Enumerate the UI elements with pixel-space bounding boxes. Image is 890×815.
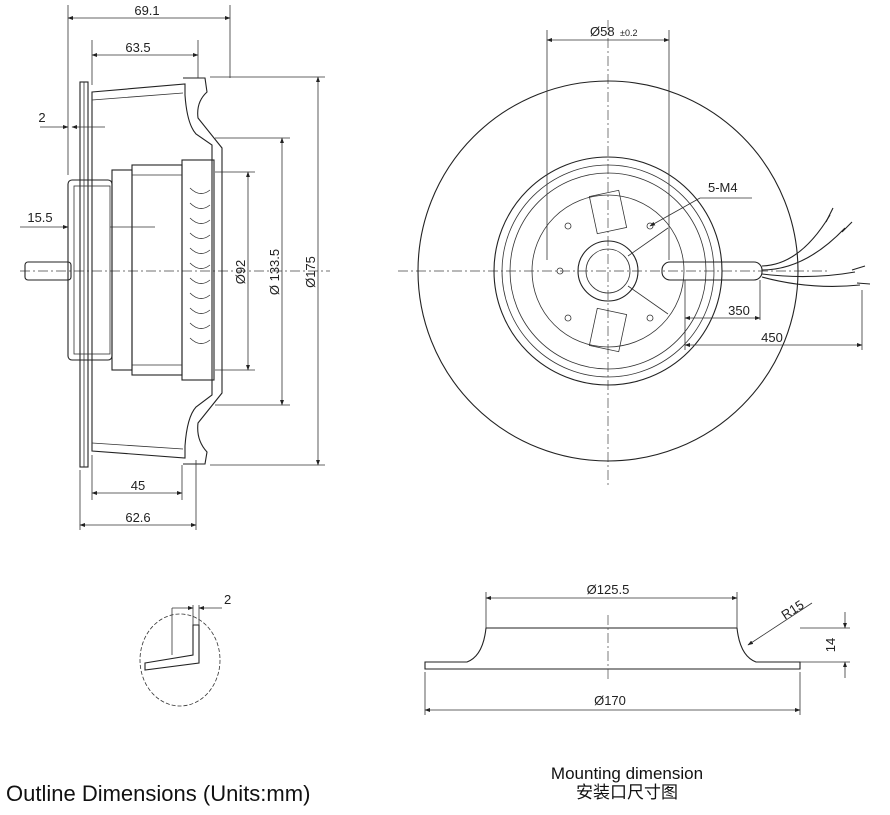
front-spokes	[588, 189, 669, 353]
side-impeller-shroud	[91, 83, 213, 459]
front-hub	[577, 240, 639, 302]
side-blades	[189, 187, 211, 344]
svg-text:Ø58: Ø58	[590, 24, 615, 39]
outline-caption: Outline Dimensions (Units:mm)	[6, 781, 311, 806]
front-inlet-ring	[493, 156, 723, 386]
detail-view: 2	[139, 592, 231, 707]
dim-350: 350	[728, 303, 750, 318]
dim-d125-5: Ø125.5	[587, 582, 630, 597]
dim-d92: Ø92	[233, 260, 248, 285]
side-motor-housing	[67, 159, 215, 381]
dim-overall-width: 69.1	[134, 3, 159, 18]
front-outer-plate	[417, 80, 799, 462]
dim-62-6: 62.6	[125, 510, 150, 525]
dim-d133-5: Ø 133.5	[267, 249, 282, 295]
dim-45: 45	[131, 478, 145, 493]
dim-d170: Ø170	[594, 693, 626, 708]
dim-shaft: 15.5	[27, 210, 52, 225]
svg-text:±0.2: ±0.2	[620, 28, 637, 38]
front-view: Ø58 ±0.2 5-M4 350 450	[398, 20, 871, 488]
dim-r15: R15	[778, 597, 806, 623]
side-shaft	[24, 261, 72, 281]
dim-inlet-width: 63.5	[125, 40, 150, 55]
front-motor-plate	[531, 194, 685, 348]
side-flange-ring	[183, 77, 223, 465]
mounting-ring-profile	[424, 627, 801, 670]
mounting-caption: Mounting dimension 安装口尺寸图	[490, 764, 764, 802]
side-front-plate	[79, 81, 89, 468]
front-cable	[661, 207, 871, 287]
front-screw-holes	[556, 222, 654, 322]
mounting-ring-view: Ø125.5 R15 14 Ø170	[424, 582, 850, 715]
dim-height-14: 14	[823, 638, 838, 652]
dim-450: 450	[761, 330, 783, 345]
side-view: 69.1 63.5 2 15.5 45 62.6 Ø92 Ø 133.5 Ø17…	[20, 3, 330, 530]
dim-screws: 5-M4	[708, 180, 738, 195]
mounting-caption-cn: 安装口尺寸图	[576, 783, 678, 802]
dim-detail-thickness: 2	[224, 592, 231, 607]
dim-d175: Ø175	[303, 256, 318, 288]
mounting-caption-en: Mounting dimension	[550, 764, 704, 783]
dim-d58: Ø58 ±0.2	[590, 24, 637, 39]
dim-wall: 2	[38, 110, 45, 125]
